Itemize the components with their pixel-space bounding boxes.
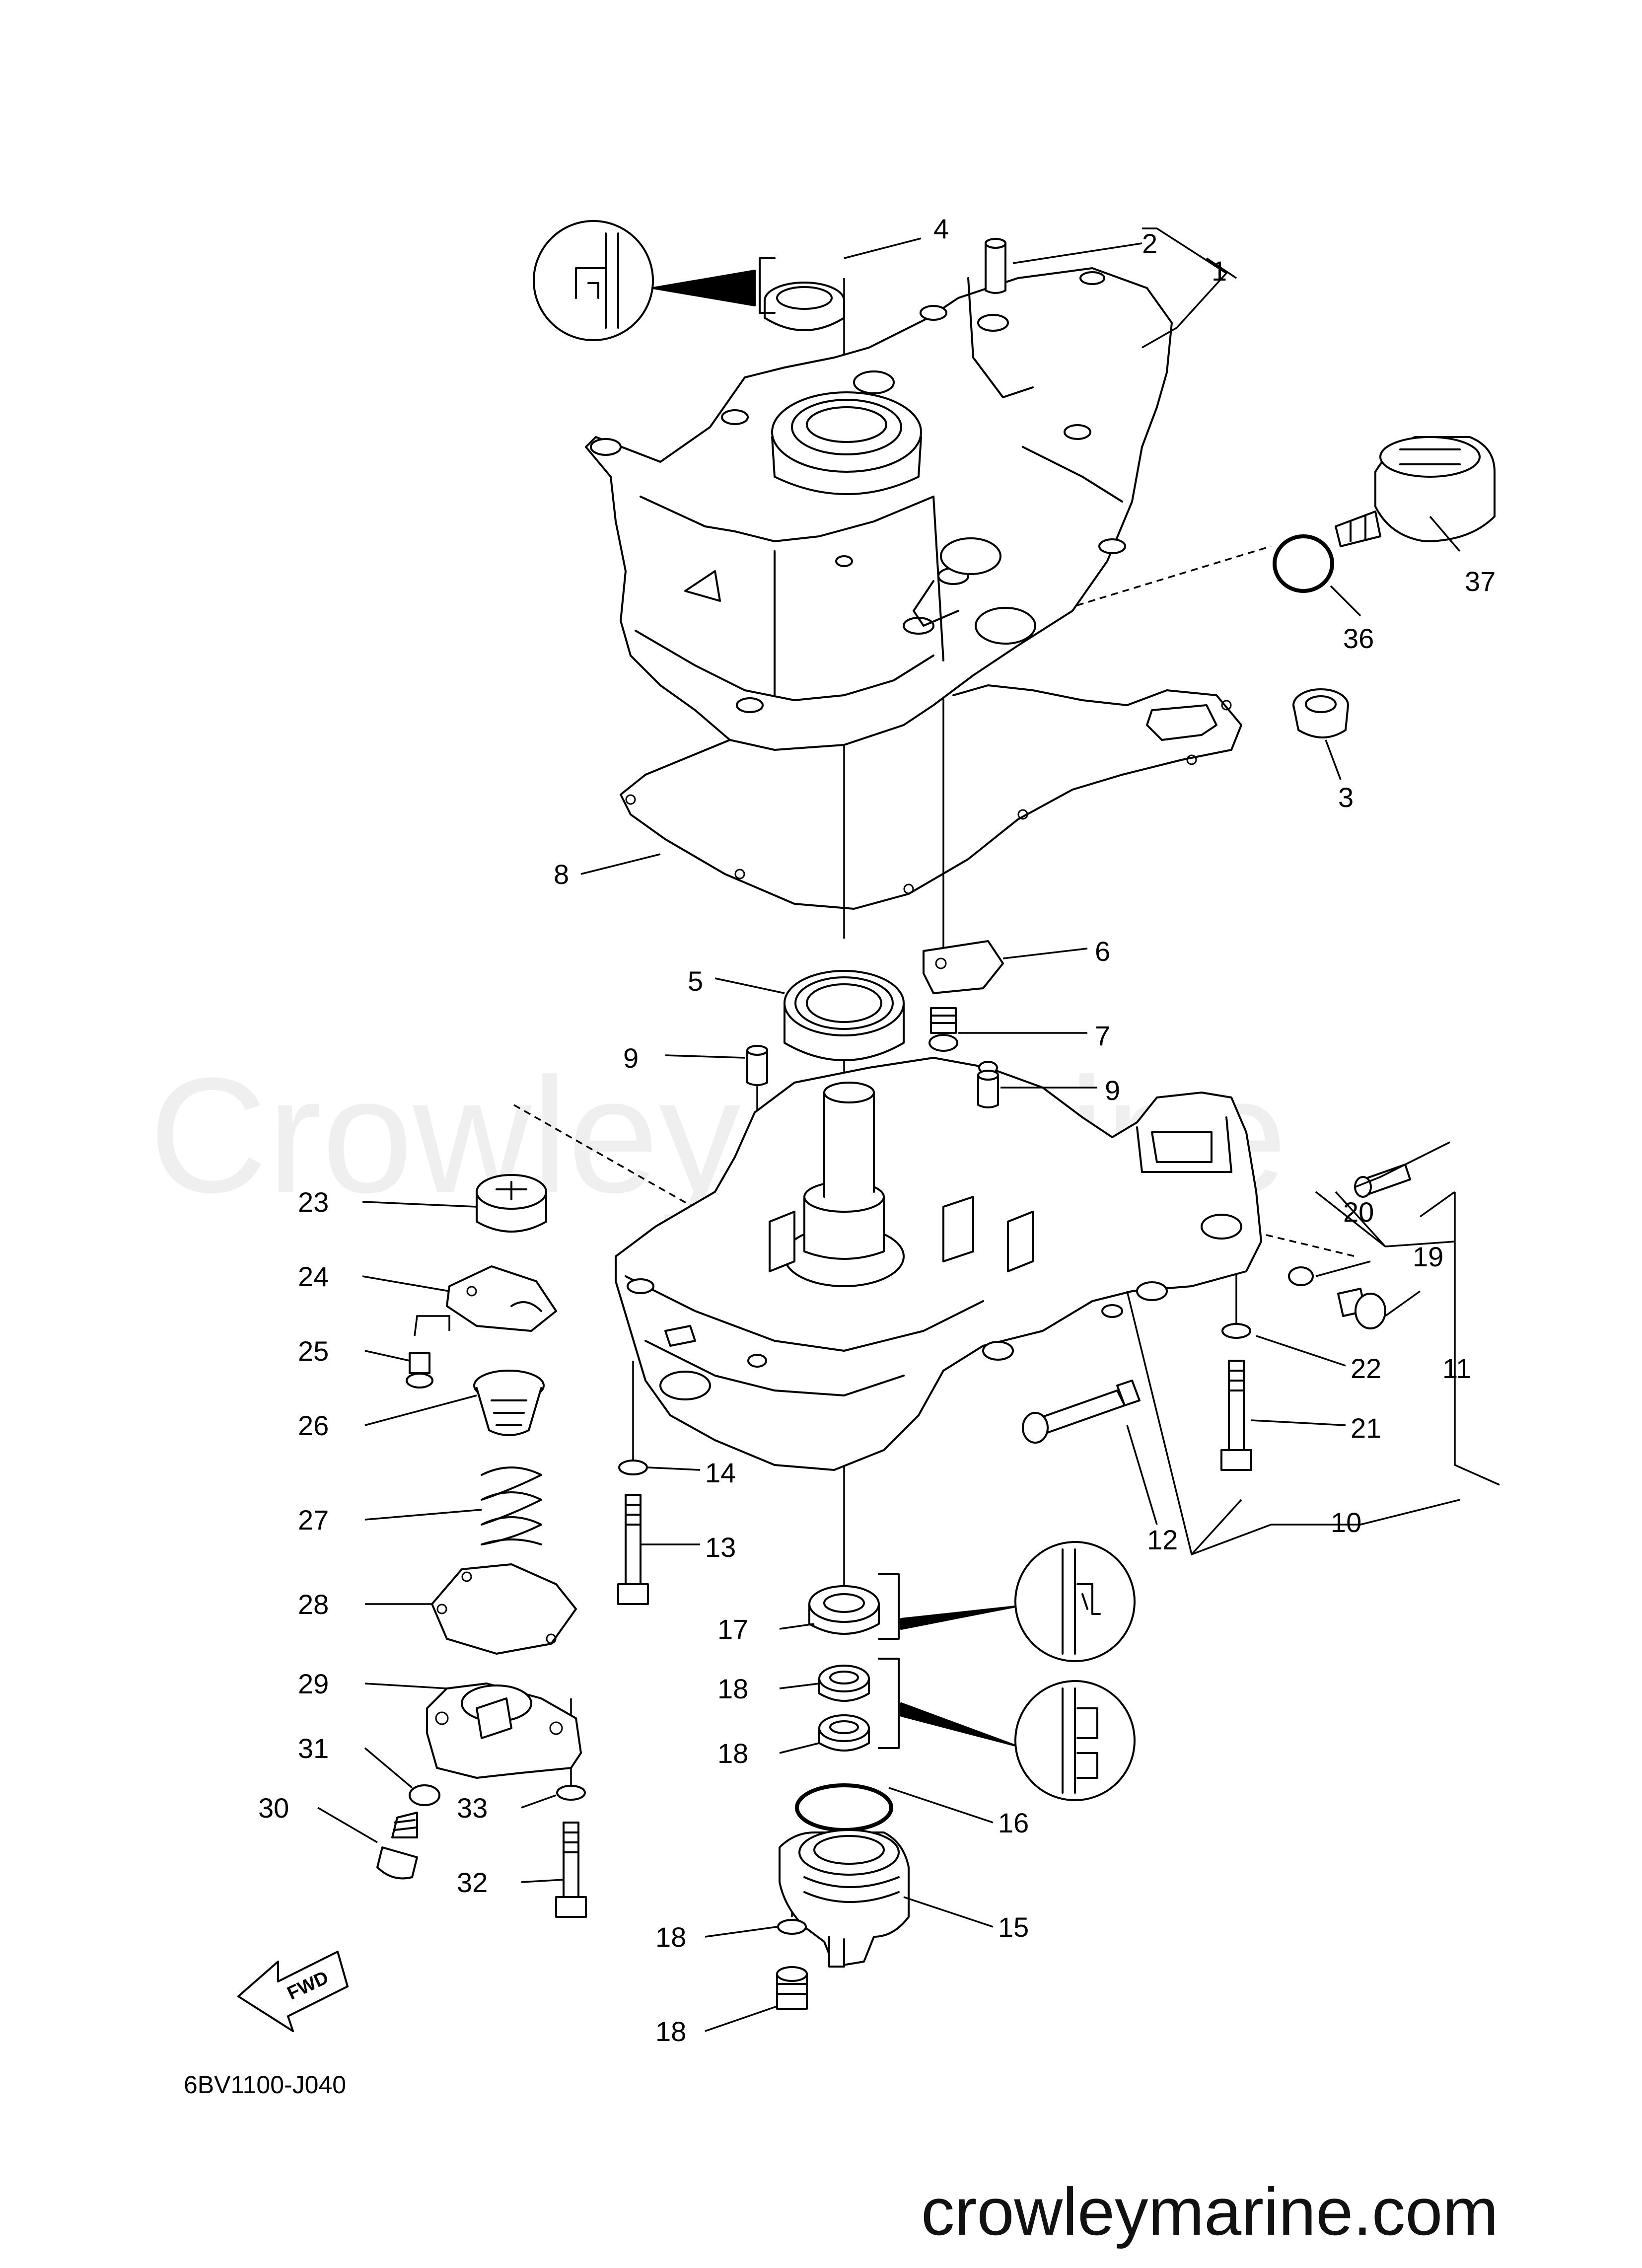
callout-25: 23 — [298, 1186, 329, 1218]
washer-33 — [409, 1784, 440, 1806]
callout: 16 — [998, 1807, 1029, 1838]
lower-case-assembly — [615, 1057, 1262, 1471]
bolt-32 — [376, 1812, 418, 1880]
upper-case-assembly — [585, 267, 1173, 751]
callout-26: 24 — [298, 1261, 329, 1292]
callout: 18 — [717, 1738, 748, 1769]
callout: 20 — [1343, 1196, 1374, 1228]
dowel-pin-2 — [985, 238, 1006, 294]
callout-20: 18 — [655, 1921, 686, 1953]
bolt-13 — [617, 1494, 649, 1605]
leader-lines — [317, 227, 1500, 2032]
callout-33: 31 — [298, 1733, 329, 1764]
oil-seal-18b — [818, 1714, 870, 1752]
oil-seal-18a — [818, 1665, 870, 1702]
washer-24 — [1221, 1323, 1251, 1339]
screw-27 — [406, 1352, 433, 1389]
dowel-pin-9b — [977, 1070, 999, 1108]
oil-filler-cap-37 — [1335, 436, 1496, 547]
callout: 13 — [705, 1532, 736, 1563]
cover-26 — [446, 1265, 557, 1332]
bolt-23 — [1220, 1360, 1252, 1471]
callout-numbers-extra: 18 18 23 24 25 26 27 28 29 31 30 33 32 — [258, 1186, 686, 2047]
dowel-pin-9a — [746, 1045, 768, 1086]
fitting-12 — [1022, 1380, 1141, 1444]
washer-22 — [1288, 1266, 1314, 1286]
callout: 14 — [705, 1457, 736, 1488]
callout: 12 — [1147, 1524, 1178, 1555]
bolt-19 — [776, 1966, 808, 2010]
callout: 2 — [1142, 228, 1157, 259]
bolt-21 — [1337, 1288, 1386, 1329]
seal-detail-top — [533, 220, 776, 341]
bolt-11 — [1354, 1164, 1411, 1198]
strainer-28 — [473, 1370, 545, 1436]
fwd-arrow: FWD — [237, 1951, 349, 2032]
spring-29 — [481, 1466, 542, 1545]
diagram-code: 6BV1100-J040 — [184, 2071, 346, 2099]
callout-28: 26 — [298, 1410, 329, 1441]
callout-29: 27 — [298, 1504, 329, 1536]
callout: 21 — [1351, 1412, 1381, 1444]
gasket-8 — [620, 684, 1242, 910]
seal-detail-mid — [878, 1541, 1136, 1662]
o-ring-36 — [1273, 534, 1334, 593]
seal-housing-15 — [779, 1829, 910, 1968]
ball-bearing-5 — [784, 970, 905, 1061]
callout: 8 — [554, 859, 569, 890]
callout: 6 — [1095, 936, 1110, 967]
callout: 3 — [1338, 782, 1354, 813]
callout-31: 29 — [298, 1668, 329, 1699]
callout: 18 — [717, 1673, 748, 1704]
bolt-34 — [555, 1822, 587, 1918]
callout: 7 — [1095, 1020, 1110, 1051]
callout: 17 — [717, 1613, 748, 1645]
callout: 22 — [1351, 1353, 1381, 1384]
oil-seal-4 — [764, 282, 845, 331]
washer-20 — [777, 1919, 807, 1935]
callout-34: 32 — [457, 1867, 488, 1898]
washer-35 — [556, 1785, 586, 1801]
callout: 9 — [623, 1042, 639, 1074]
callout-numbers: 4 2 1 37 36 3 8 5 6 7 9 9 20 19 22 11 21… — [554, 213, 1496, 1943]
callout: 1 — [1212, 255, 1227, 287]
screw-7 — [928, 1007, 958, 1052]
oil-seal-17 — [808, 1585, 880, 1635]
callout: 19 — [1413, 1241, 1443, 1272]
pump-cover-31 — [426, 1683, 582, 1779]
callout: 11 — [1442, 1353, 1471, 1384]
o-ring-16 — [795, 1783, 893, 1832]
callout-35: 33 — [457, 1792, 488, 1824]
callout: 15 — [998, 1911, 1029, 1943]
callout: 10 — [1331, 1507, 1361, 1538]
callout: 5 — [688, 965, 703, 997]
callout-32: 30 — [258, 1792, 289, 1824]
callout: 36 — [1343, 623, 1374, 654]
callout: 4 — [933, 213, 949, 244]
callout-30: 28 — [298, 1589, 329, 1620]
gasket-30 — [431, 1563, 577, 1655]
washer-14 — [618, 1460, 648, 1475]
plate-6 — [923, 940, 1004, 994]
callout: 37 — [1465, 566, 1496, 597]
callout-19: 18 — [655, 2016, 686, 2047]
grommet-3 — [1292, 688, 1349, 738]
callout-27: 25 — [298, 1335, 329, 1367]
callout: 9 — [1105, 1075, 1120, 1106]
website-footer: crowleymarine.com — [921, 2174, 1499, 2249]
seal-detail-low — [878, 1658, 1136, 1801]
roller-25 — [476, 1174, 547, 1233]
